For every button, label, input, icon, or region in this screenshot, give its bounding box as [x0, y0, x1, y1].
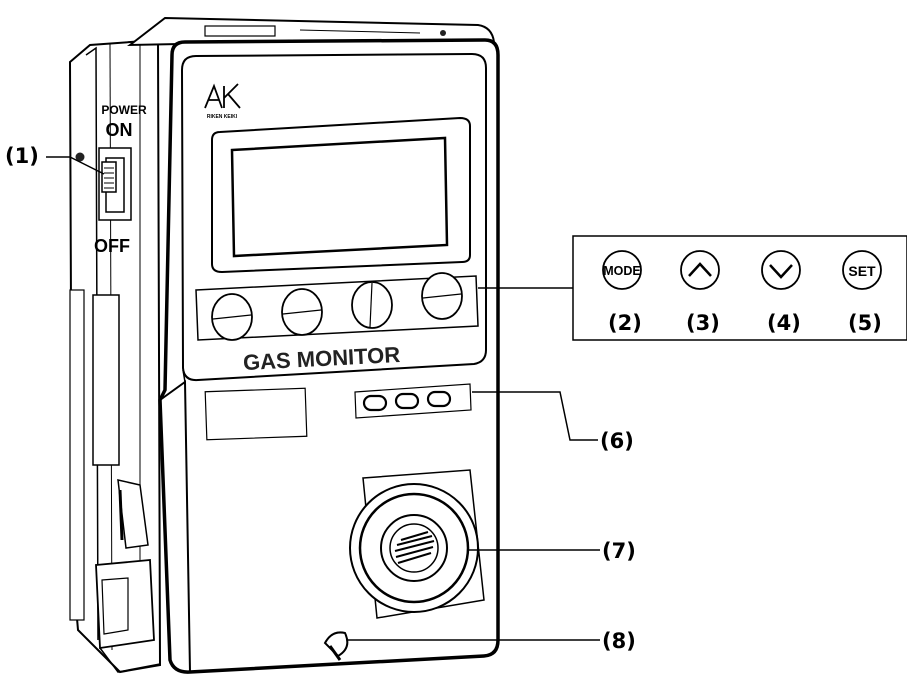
lower-front-panel	[204, 383, 485, 661]
bottom-clip	[323, 631, 349, 661]
led-indicators	[362, 390, 452, 412]
legend-mode-button: MODE (2)	[602, 250, 642, 335]
callout-8-label: (8)	[602, 629, 636, 653]
mode-icon: MODE	[603, 264, 641, 278]
chevron-up-icon	[688, 262, 712, 277]
legend-set-button: SET (5)	[842, 250, 882, 335]
front-button-mode[interactable]	[211, 293, 253, 341]
brand-text: RIKEN KEIKI	[207, 114, 238, 120]
power-label: POWER	[101, 103, 147, 117]
chevron-down-icon	[769, 264, 793, 279]
front-button-up[interactable]	[281, 288, 323, 336]
off-label: OFF	[94, 236, 130, 256]
callout-1-label: (1)	[5, 144, 39, 168]
callout-8: (8)	[347, 629, 636, 653]
lcd-display	[211, 116, 471, 274]
callout-6: (6)	[472, 391, 634, 453]
legend-down-button: (4)	[761, 250, 801, 335]
set-icon: SET	[848, 263, 876, 279]
callout-5-label: (5)	[848, 311, 882, 335]
buttons-legend-panel: MODE (2) (3) (4) SET (5)	[478, 235, 907, 341]
front-button-set[interactable]	[421, 272, 463, 320]
callout-1: (1)	[5, 144, 105, 175]
power-switch[interactable]: POWER ON OFF	[94, 103, 147, 256]
switch-knob[interactable]	[101, 161, 117, 193]
on-label: ON	[106, 120, 133, 140]
callout-7-label: (7)	[602, 539, 636, 563]
callout-7: (7)	[468, 539, 636, 563]
front-button-down[interactable]	[351, 281, 393, 329]
brand-logo: RIKEN KEIKI	[204, 83, 241, 120]
callout-6-label: (6)	[600, 429, 634, 453]
front-buttons-strip	[195, 272, 479, 341]
legend-up-button: (3)	[680, 250, 720, 335]
callout-3-label: (3)	[686, 311, 720, 335]
callout-4-label: (4)	[767, 311, 801, 335]
callout-2-label: (2)	[608, 311, 642, 335]
device-side-panel	[68, 38, 162, 674]
sensor-port	[349, 483, 479, 613]
